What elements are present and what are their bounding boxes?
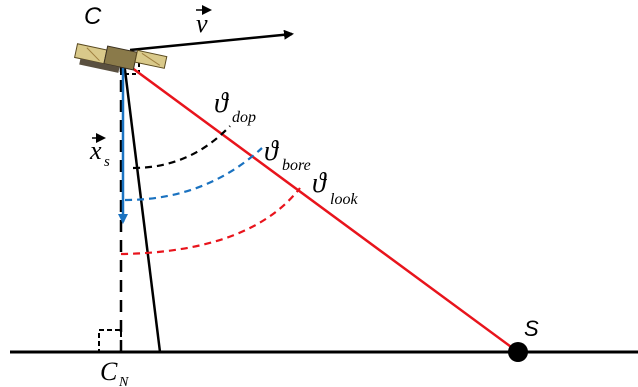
doppler-line: [122, 61, 162, 353]
boresight-angle-arc: [124, 147, 263, 202]
look-angle-arc: [120, 187, 301, 256]
boresight-angle-subscript: bore: [282, 157, 311, 174]
nadir-right-angle-marker: [98, 329, 122, 353]
target-point-icon: [508, 342, 528, 362]
satellite-label: C: [84, 3, 102, 30]
nadir-point-label: C: [100, 357, 118, 386]
look-angle-symbol: ϑ: [312, 168, 327, 199]
boresight-angle-symbol: ϑ: [264, 136, 279, 167]
doppler-angle-arc: [132, 125, 231, 170]
satellite-icon: [74, 43, 168, 73]
doppler-angle-subscript: dop: [232, 109, 256, 126]
nadir-point-subscript: N: [118, 375, 129, 387]
target-label: S: [524, 316, 539, 341]
velocity-arrow: [129, 29, 294, 52]
look-line: [123, 60, 519, 354]
look-angle-subscript: look: [330, 191, 358, 208]
doppler-angle-symbol: ϑ: [214, 88, 229, 119]
velocity-label: v: [196, 9, 208, 38]
nadir-vector-subscript: s: [104, 154, 110, 170]
nadir-vector-label: x: [89, 136, 102, 165]
